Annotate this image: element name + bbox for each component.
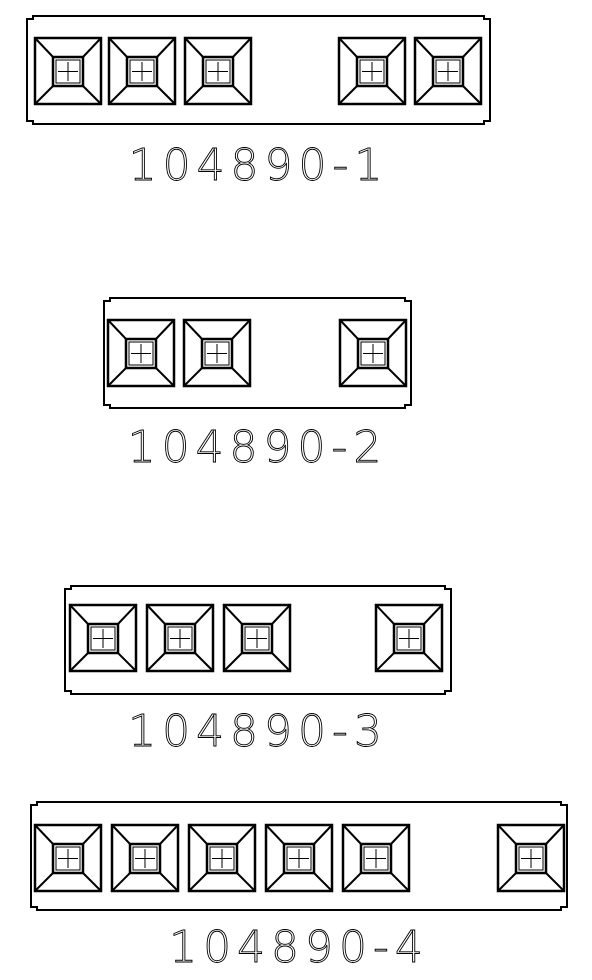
part-104890-1: 104890-1 bbox=[26, 15, 491, 191]
plate-outline bbox=[26, 15, 491, 125]
window-cell bbox=[33, 823, 103, 893]
plate-outline bbox=[103, 297, 412, 409]
window-cell bbox=[110, 823, 180, 893]
window-cell bbox=[338, 318, 408, 388]
window-cell bbox=[496, 823, 566, 893]
window-cell bbox=[68, 603, 138, 673]
window-cell bbox=[33, 36, 103, 106]
window-cell bbox=[374, 603, 444, 673]
part-number-label: 104890-3 bbox=[128, 706, 388, 757]
window-cell bbox=[145, 603, 215, 673]
window-cell bbox=[107, 36, 177, 106]
plate-outline bbox=[30, 801, 568, 911]
part-number-label: 104890-1 bbox=[129, 140, 389, 191]
window-cell bbox=[222, 603, 292, 673]
window-cell bbox=[341, 823, 411, 893]
plate-outline bbox=[64, 585, 452, 695]
window-cell bbox=[183, 36, 253, 106]
window-cell bbox=[106, 318, 176, 388]
window-cell bbox=[264, 823, 334, 893]
part-number-label: 104890-4 bbox=[169, 922, 429, 973]
window-cell bbox=[337, 36, 407, 106]
parts-layer: 104890-1 104890-2 104890-3 104890-4 bbox=[26, 15, 568, 973]
window-cell bbox=[182, 318, 252, 388]
part-104890-2: 104890-2 bbox=[103, 297, 412, 473]
part-104890-3: 104890-3 bbox=[64, 585, 452, 757]
window-cell bbox=[187, 823, 257, 893]
window-cell bbox=[413, 36, 483, 106]
part-number-label: 104890-2 bbox=[128, 422, 388, 473]
part-104890-4: 104890-4 bbox=[30, 801, 568, 973]
